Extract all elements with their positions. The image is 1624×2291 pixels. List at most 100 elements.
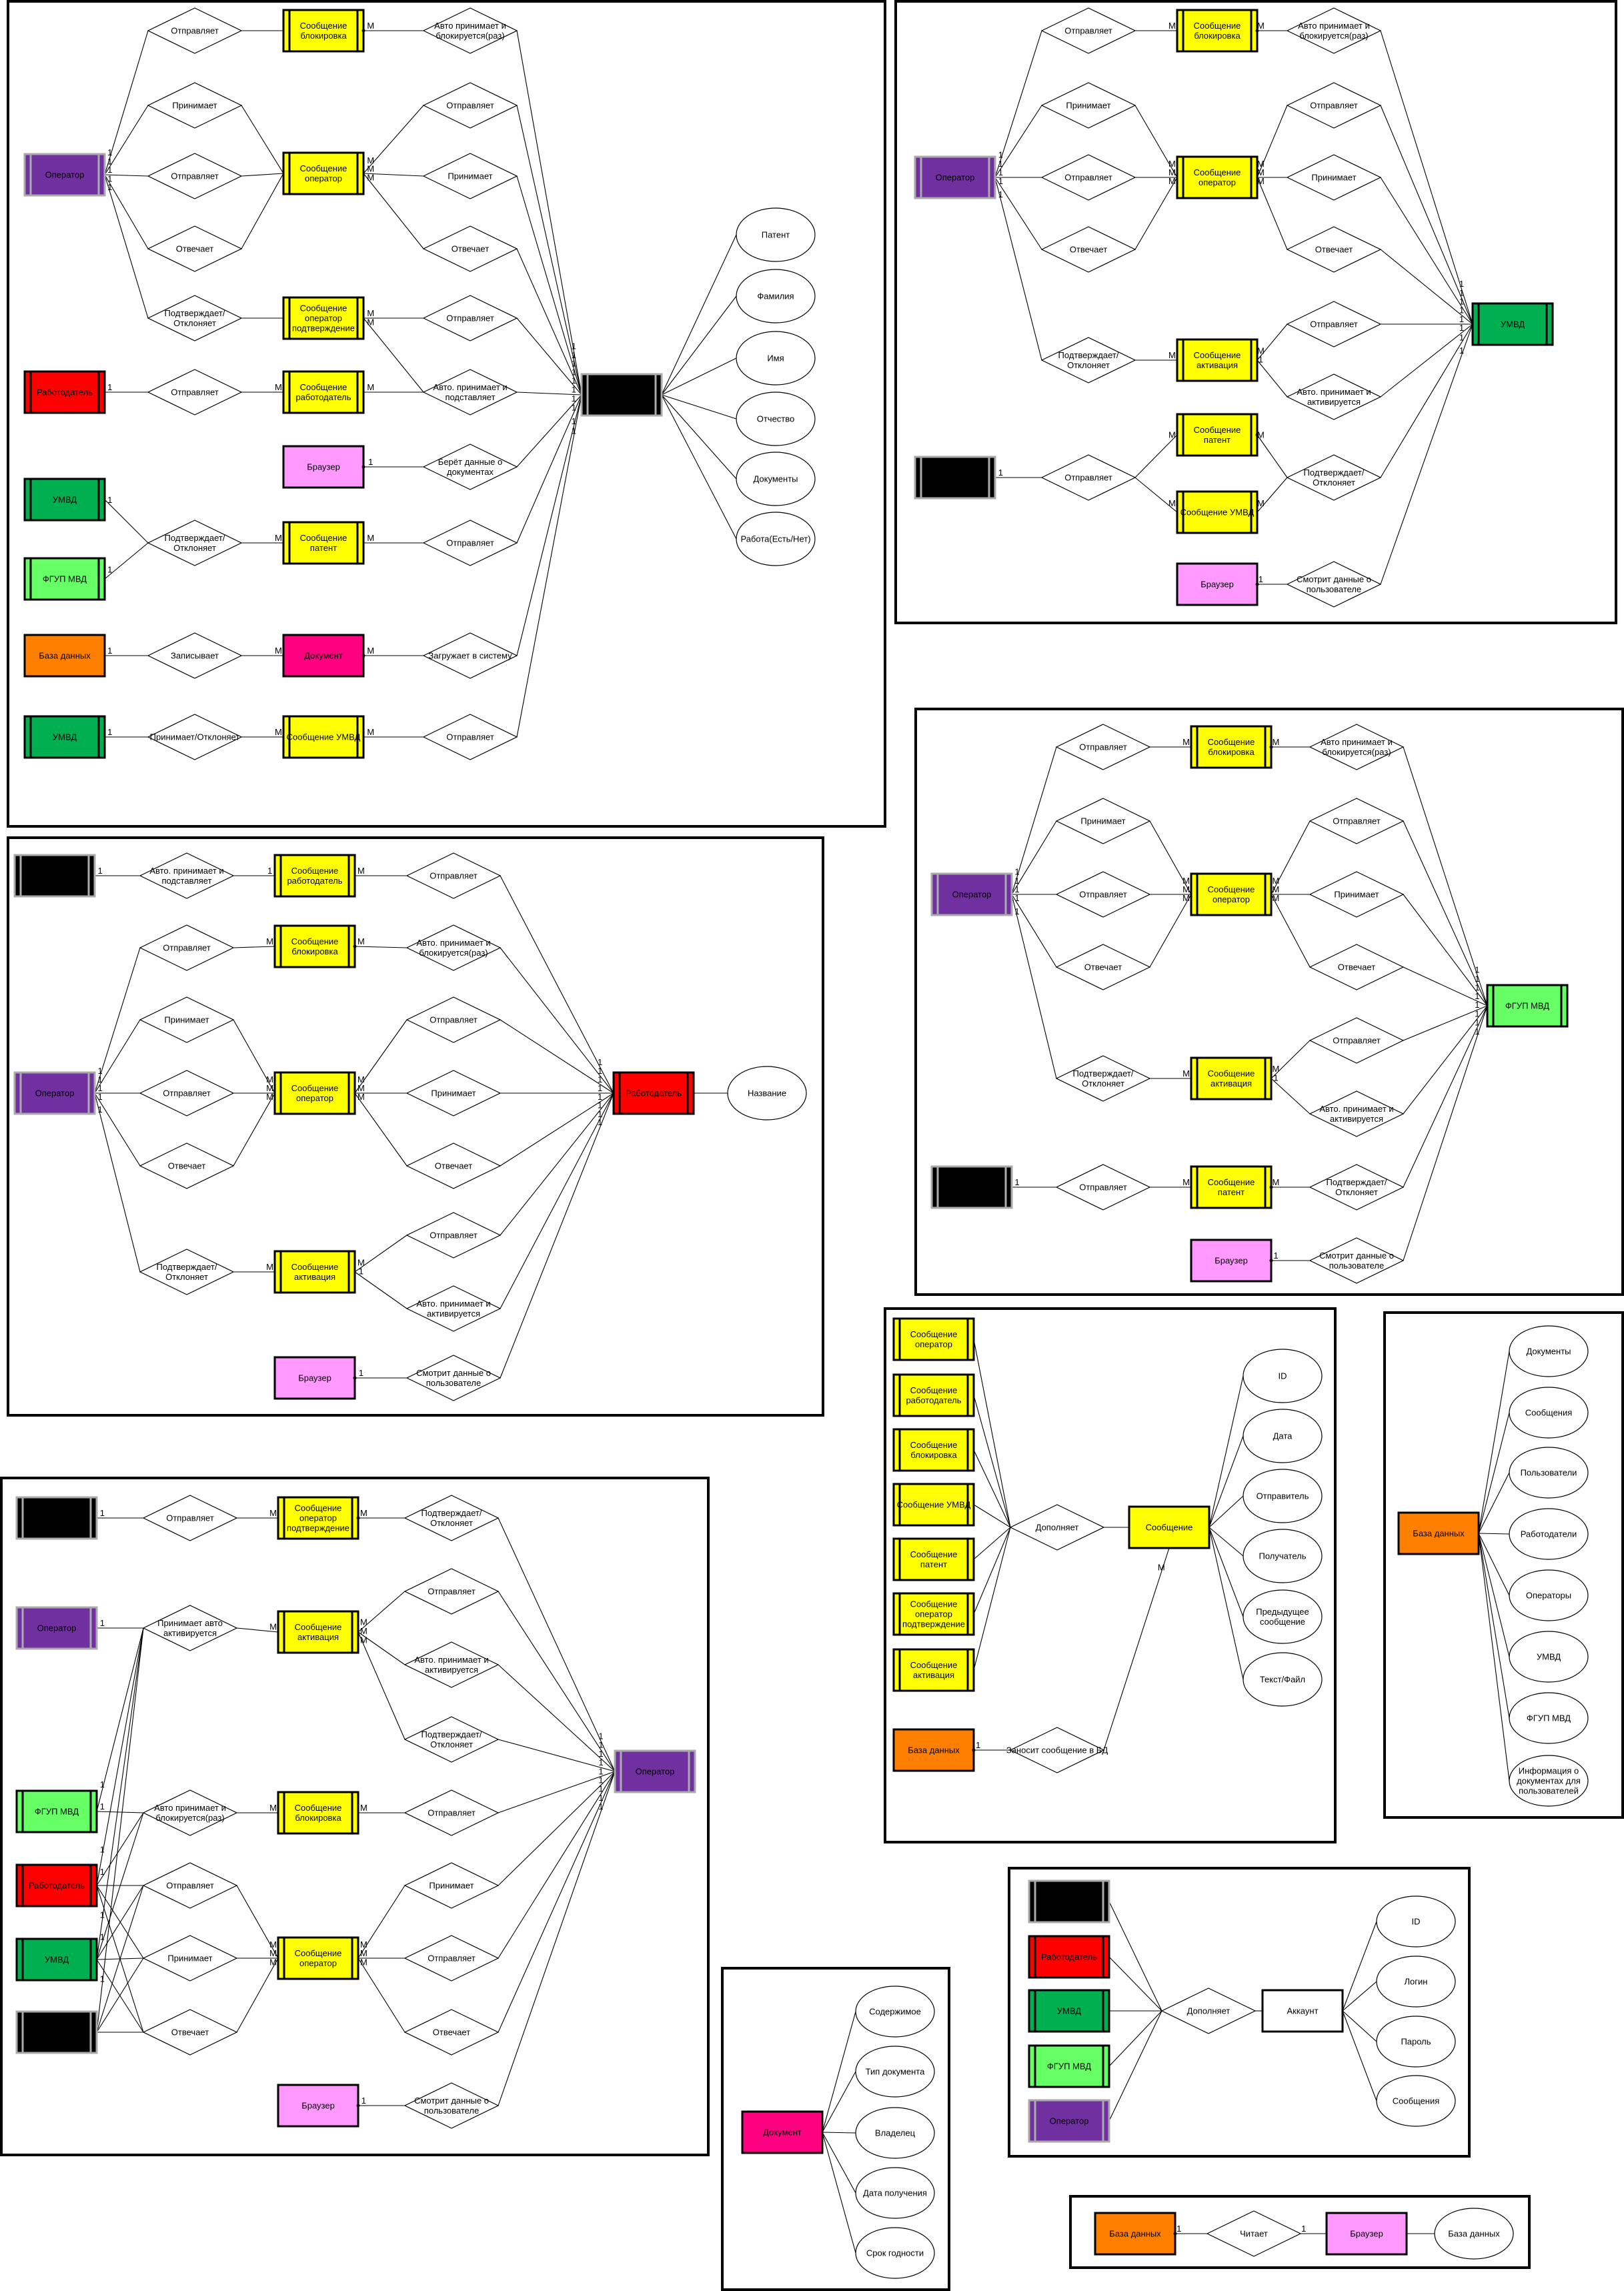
- label-text: Отвечает: [435, 1161, 472, 1171]
- cardinality-label: 1: [107, 382, 112, 392]
- label-text: Сообщения: [1393, 2096, 1440, 2106]
- cardinality-label: 1: [572, 359, 576, 369]
- label-text: Отвечает: [1084, 962, 1122, 972]
- relation-user-13: Подтверждает/Отклоняет: [147, 520, 243, 566]
- connector-line: [1257, 359, 1288, 398]
- label-text: УМВД: [1537, 1652, 1561, 1662]
- cardinality-label: M: [360, 1803, 367, 1813]
- cardinality-label: 1: [100, 1508, 105, 1518]
- cardinality-label: 1: [976, 1740, 980, 1750]
- cardinality-label: M: [1273, 893, 1280, 903]
- label-text: Получатель: [1259, 1551, 1306, 1561]
- cardinality-label: 1: [1259, 574, 1263, 584]
- connector-line: [241, 173, 284, 249]
- connector-line: [1257, 323, 1288, 361]
- connector-line: [973, 1527, 1011, 1560]
- connector-line: [357, 1591, 405, 1633]
- label-text: База данных: [908, 1745, 960, 1755]
- attribute-document-4: Срок годности: [855, 2227, 935, 2279]
- connector-line: [500, 947, 614, 1094]
- label-text: Оператор: [37, 1623, 77, 1633]
- connector-line: [1403, 1005, 1488, 1261]
- label-text: УМВД: [45, 1955, 69, 1965]
- relation-user-15: Записывает: [147, 632, 243, 679]
- relation-employer-5: Отправляет: [139, 1070, 235, 1116]
- arrow-head: [356, 2104, 360, 2108]
- relation-message-0: Дополняет: [1009, 1504, 1105, 1551]
- label-text: Отправляет: [1064, 173, 1112, 183]
- cardinality-label: 1: [107, 147, 112, 157]
- connector-line: [498, 1771, 616, 2106]
- label-text: Пользователь: [1041, 1897, 1098, 1907]
- label-text: Оператор: [1050, 2116, 1089, 2126]
- label-text: Отвечает: [433, 2028, 470, 2038]
- connector-line: [500, 1019, 614, 1094]
- connector-line: [498, 1517, 616, 1772]
- label-text: УМВД: [1501, 319, 1525, 329]
- label-text: База данных: [1448, 2229, 1500, 2239]
- label-text: Отправляет: [171, 171, 219, 181]
- label-text: Отправляет: [430, 1231, 478, 1241]
- connector-line: [94, 1019, 141, 1094]
- cardinality-label: 1: [359, 1368, 363, 1378]
- arrow-head: [353, 1376, 357, 1380]
- connector-line: [104, 30, 149, 175]
- label-text: Браузер: [298, 1373, 331, 1383]
- cardinality-label: M: [1273, 1177, 1280, 1187]
- attribute-user-0: Патент: [736, 207, 816, 262]
- connector-line: [1134, 105, 1178, 178]
- label-text: Отправляет: [446, 538, 494, 548]
- connector-line: [233, 1092, 275, 1167]
- connector-line: [973, 1527, 1011, 1615]
- label-text: УМВД: [1057, 2006, 1081, 2016]
- label-text: Дата получения: [863, 2188, 927, 2198]
- cardinality-label: 1: [1475, 964, 1479, 974]
- relation-fgup-2: Принимает: [1055, 798, 1151, 844]
- cardinality-label: 1: [598, 1083, 602, 1093]
- entity-operator-emp: Работодатель: [15, 1863, 98, 1907]
- cardinality-label: 1: [598, 1740, 603, 1750]
- connector-line: [96, 1958, 144, 2033]
- relation-employer-6: Отвечает: [139, 1142, 235, 1189]
- relation-umvd-9: Отправляет: [1286, 301, 1382, 347]
- cardinality-label: M: [269, 1621, 277, 1631]
- cardinality-label: 1: [100, 1932, 105, 1942]
- label-text: Пользователь: [29, 1513, 85, 1523]
- relation-umvd-3: Отправляет: [1040, 154, 1136, 201]
- label-text: Принимает: [172, 101, 217, 111]
- attribute-message-3: Получатель: [1243, 1529, 1323, 1583]
- label-text: Работа(Есть/Нет): [740, 534, 810, 544]
- connector-line: [1342, 1921, 1377, 2012]
- entity-account-user: Пользователь: [1028, 1879, 1110, 1924]
- label-text: Отвечает: [1070, 245, 1107, 255]
- connector-line: [822, 2132, 856, 2254]
- cardinality-label: 1: [598, 1066, 602, 1076]
- panel-database: [1383, 1311, 1624, 1819]
- attribute-user-3: Отчество: [736, 392, 816, 446]
- label-text: Отвечает: [171, 2028, 209, 2038]
- cardinality-label: 1: [98, 866, 103, 876]
- attribute-database-0: Документы: [1509, 1325, 1589, 1377]
- cardinality-label: M: [1182, 1177, 1190, 1187]
- connector-line: [354, 1271, 408, 1309]
- cardinality-label: M: [1273, 884, 1280, 894]
- connector-line: [1257, 177, 1288, 250]
- cardinality-label: M: [1182, 876, 1190, 886]
- connector-line: [994, 177, 1042, 361]
- connector-line: [236, 1627, 279, 1633]
- cardinality-label: 1: [598, 1109, 602, 1119]
- cardinality-label: 1: [267, 866, 272, 876]
- connector-line: [498, 1771, 616, 1959]
- cardinality-label: 1: [1475, 1000, 1479, 1010]
- arrow-head: [353, 944, 357, 948]
